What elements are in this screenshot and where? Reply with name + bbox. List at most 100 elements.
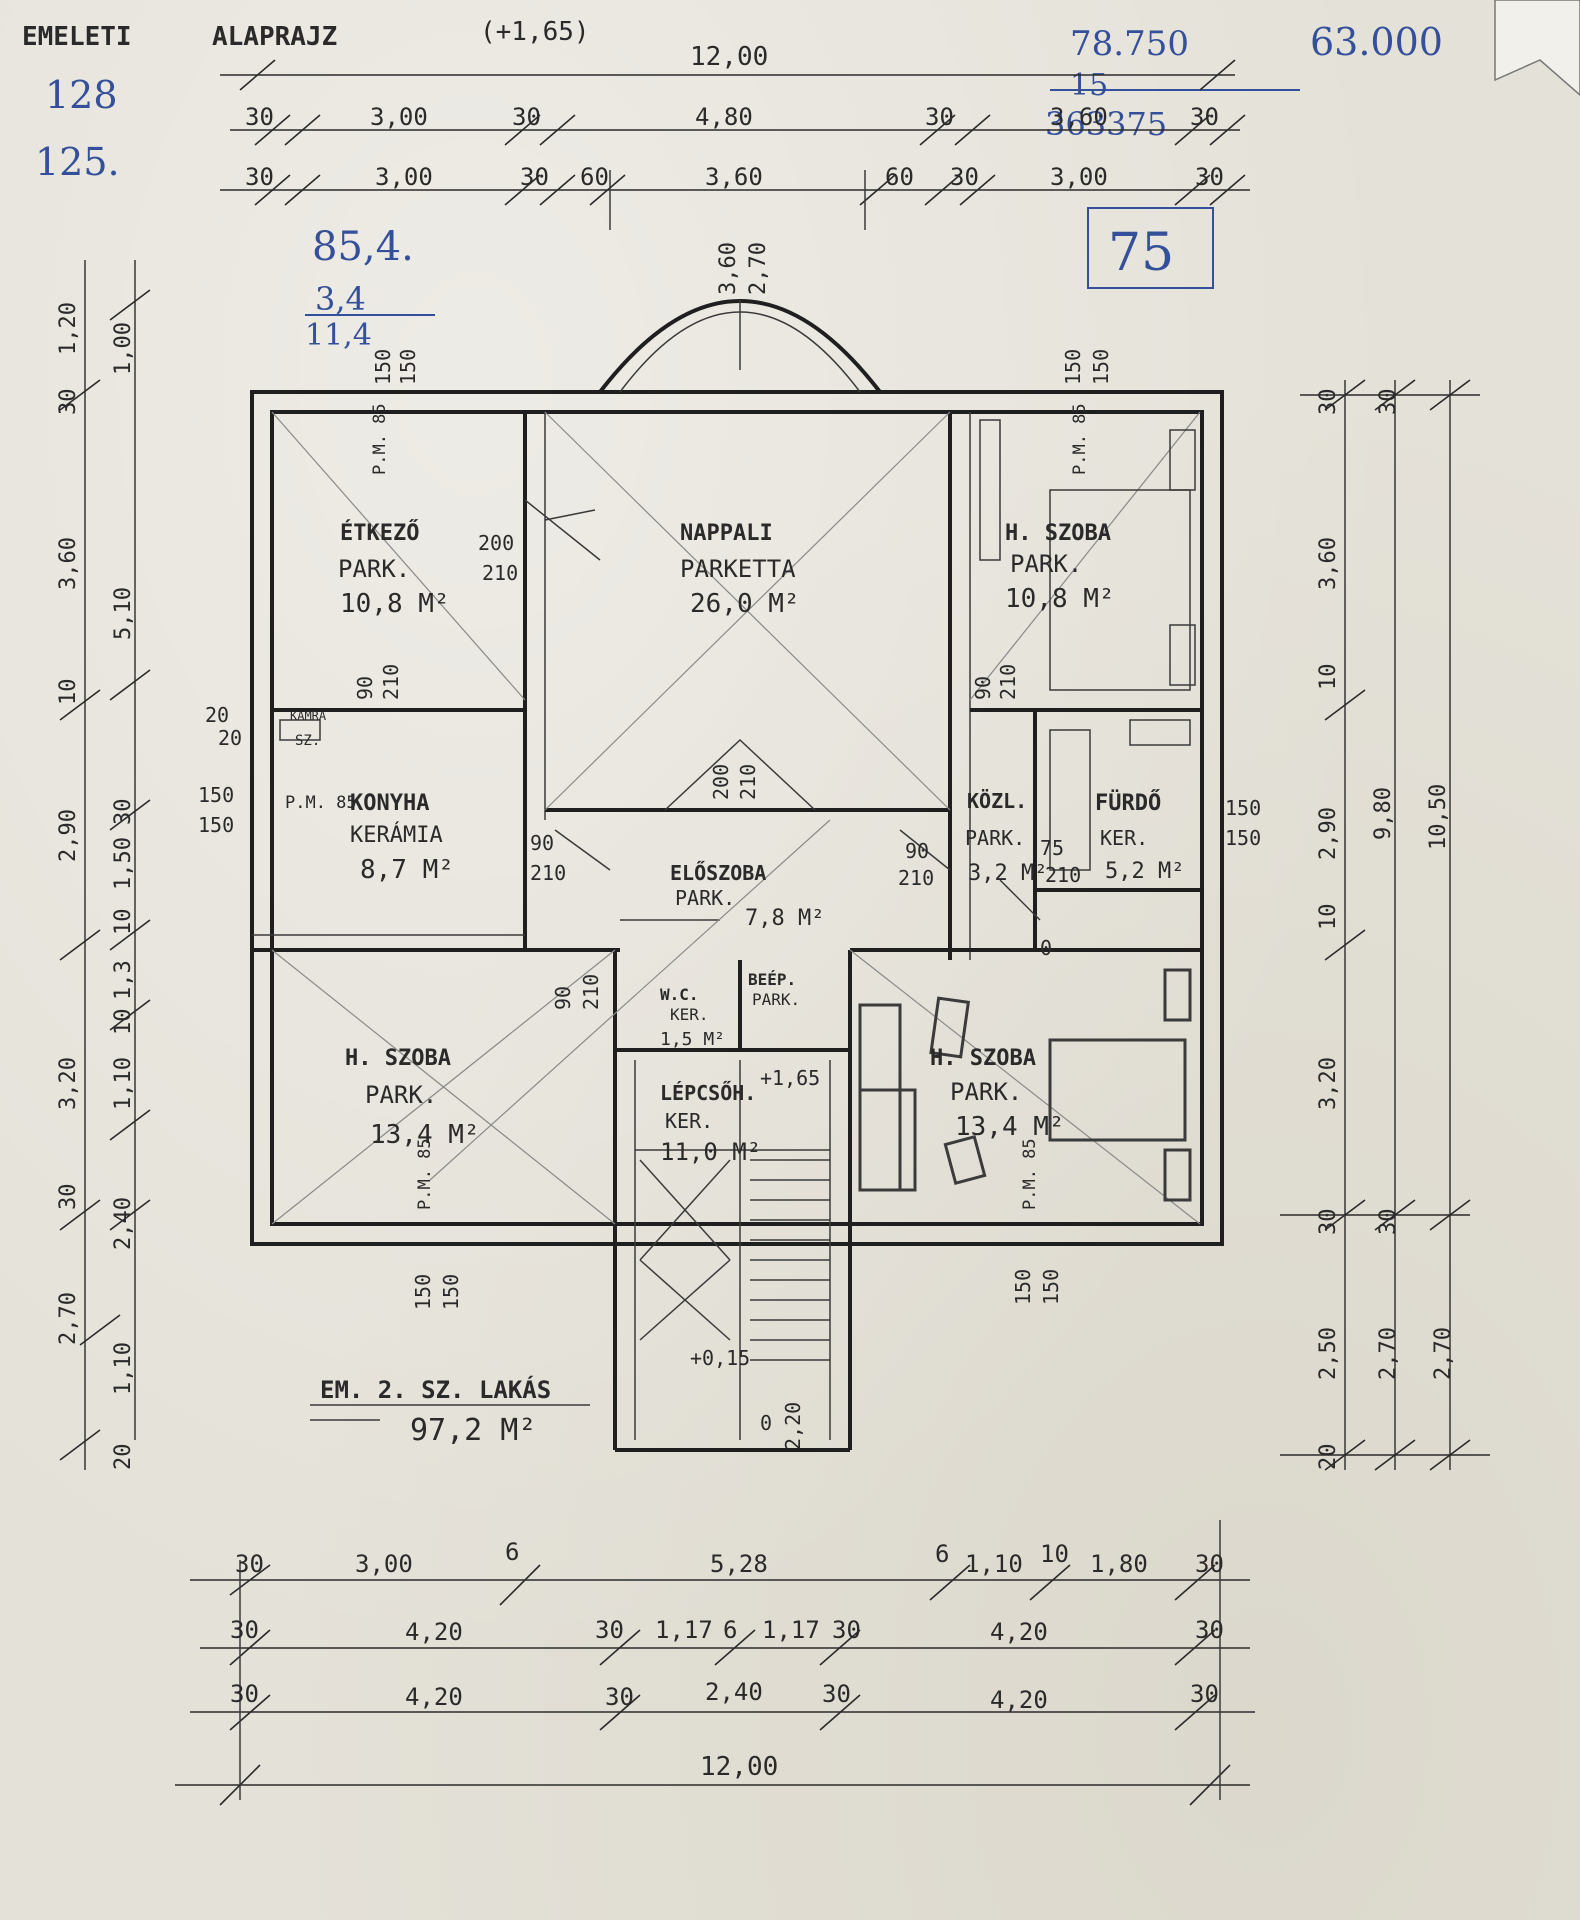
bottom-dimension-lines	[175, 1520, 1255, 1806]
room-name: NAPPALI	[680, 521, 773, 546]
svg-text:5,10: 5,10	[111, 587, 136, 640]
room-name: ELŐSZOBA	[670, 861, 766, 885]
blue-note-34: 3,4	[315, 280, 366, 318]
room-area: 13,4 M²	[955, 1112, 1065, 1142]
svg-text:0: 0	[760, 1411, 772, 1435]
room-etkezo: ÉTKEZŐ PARK. 10,8 M²	[338, 520, 450, 619]
svg-text:210: 210	[530, 861, 566, 885]
svg-text:2,40: 2,40	[705, 1678, 763, 1706]
svg-text:30: 30	[1376, 1209, 1401, 1236]
svg-text:10: 10	[1316, 664, 1341, 691]
svg-text:30: 30	[230, 1616, 259, 1644]
svg-text:90: 90	[551, 986, 575, 1010]
svg-text:30: 30	[1195, 1550, 1224, 1578]
blue-note-128: 128	[45, 73, 118, 117]
svg-text:2,90: 2,90	[56, 809, 81, 862]
room-name: FÜRDŐ	[1095, 790, 1161, 816]
top-dimension-lines	[220, 59, 1250, 230]
bottom-dim-row1-labels: 30 3,00 6 5,28 6 1,10 10 1,80 30	[235, 1538, 1224, 1578]
room-area: 7,8 M²	[745, 906, 824, 931]
room-area: 10,8 M²	[340, 589, 450, 619]
svg-text:P.M. 85: P.M. 85	[1070, 403, 1090, 475]
room-floor: PARK.	[338, 555, 410, 583]
room-name: ÉTKEZŐ	[340, 520, 419, 546]
svg-text:150: 150	[411, 1274, 435, 1310]
svg-text:1,00: 1,00	[111, 322, 136, 375]
svg-text:3,60: 3,60	[1316, 537, 1341, 590]
top-dim-row2-labels: 30 3,00 30 60 3,60 60 30 3,00 30	[245, 163, 1224, 191]
svg-text:150: 150	[1011, 1269, 1035, 1305]
pencil-diagonals	[271, 411, 1201, 1225]
svg-text:90: 90	[353, 676, 377, 700]
svg-text:3,00: 3,00	[355, 1550, 413, 1578]
svg-text:1,3: 1,3	[111, 960, 136, 1000]
svg-text:30: 30	[1316, 389, 1341, 416]
title-level: (+1,65)	[480, 17, 590, 47]
svg-text:30: 30	[1316, 1209, 1341, 1236]
svg-text:30: 30	[605, 1683, 634, 1711]
svg-text:30: 30	[512, 103, 541, 131]
svg-text:30: 30	[245, 103, 274, 131]
svg-text:2,40: 2,40	[111, 1197, 136, 1250]
svg-text:200: 200	[709, 764, 733, 800]
svg-text:60: 60	[885, 163, 914, 191]
left-dim-labels: 1,20 1,00 30 3,60 5,10 10 2,90 1,50 30 1…	[56, 302, 136, 1470]
svg-text:4,20: 4,20	[405, 1618, 463, 1646]
svg-text:2,90: 2,90	[1316, 807, 1341, 860]
svg-text:1,17: 1,17	[655, 1616, 713, 1644]
svg-text:2,20: 2,20	[781, 1402, 805, 1450]
room-floor: KER.	[670, 1005, 709, 1024]
room-floor: SZ.	[295, 733, 320, 749]
svg-text:30: 30	[111, 799, 136, 826]
room-floor: KERÁMIA	[350, 822, 443, 848]
top-total-dim: 12,00	[690, 42, 768, 72]
svg-text:P.M. 85: P.M. 85	[370, 403, 390, 475]
svg-text:150: 150	[371, 349, 395, 385]
svg-text:2,70: 2,70	[746, 242, 771, 295]
svg-text:3,60: 3,60	[705, 163, 763, 191]
top-dim-row1-labels: 30 3,00 30 4,80 30 3,60 30	[245, 103, 1219, 131]
svg-text:90: 90	[971, 676, 995, 700]
room-furdo: FÜRDŐ KER. 5,2 M²	[1095, 790, 1184, 884]
room-name: LÉPCSŐH.	[660, 1081, 756, 1105]
room-name: W.C.	[660, 985, 699, 1004]
svg-text:30: 30	[230, 1680, 259, 1708]
room-konyha: KONYHA KERÁMIA 8,7 M²	[350, 791, 454, 885]
svg-text:3,60: 3,60	[716, 242, 741, 295]
svg-text:4,20: 4,20	[990, 1686, 1048, 1714]
right-dim-labels: 30 30 3,60 10 2,90 9,80 10,50 10 3,20 30…	[1316, 389, 1456, 1471]
interior-walls	[252, 412, 1200, 1452]
svg-text:9,80: 9,80	[1371, 787, 1396, 840]
room-area: 8,7 M²	[360, 855, 454, 885]
title-word-1: EMELETI	[22, 22, 132, 52]
room-name: H. SZOBA	[1005, 521, 1111, 546]
room-name: H. SZOBA	[345, 1046, 451, 1071]
svg-text:30: 30	[245, 163, 274, 191]
room-floor: PARK.	[365, 1081, 437, 1109]
svg-text:4,20: 4,20	[405, 1683, 463, 1711]
svg-text:3,20: 3,20	[1316, 1057, 1341, 1110]
svg-text:20: 20	[205, 703, 229, 727]
svg-text:210: 210	[579, 974, 603, 1010]
furniture-sketches	[279, 419, 1196, 1202]
svg-text:10: 10	[1040, 1540, 1069, 1568]
svg-text:10: 10	[111, 909, 136, 936]
svg-text:1,50: 1,50	[111, 837, 136, 890]
bottom-total-dim: 12,00	[700, 1752, 778, 1782]
blue-note-125: 125.	[35, 140, 120, 184]
svg-text:150: 150	[1225, 796, 1261, 820]
room-floor: PARK.	[675, 886, 735, 910]
blue-note-63000: 63.000	[1310, 20, 1443, 64]
svg-text:3,60: 3,60	[1050, 103, 1108, 131]
svg-text:75: 75	[1040, 836, 1064, 860]
svg-text:90: 90	[530, 831, 554, 855]
svg-text:150: 150	[1089, 349, 1113, 385]
svg-text:30: 30	[56, 1184, 81, 1211]
blue-note-363375: 363375	[1045, 105, 1167, 143]
room-beep: BEÉP. PARK.	[748, 970, 800, 1009]
blue-note-15: 15	[1070, 68, 1108, 103]
svg-text:150: 150	[396, 349, 420, 385]
svg-text:2,70: 2,70	[1376, 1327, 1401, 1380]
